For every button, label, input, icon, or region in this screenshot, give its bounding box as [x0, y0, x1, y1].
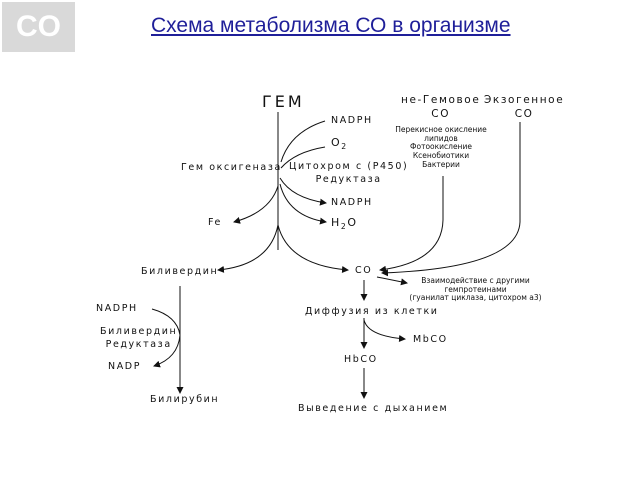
non-heme-co-label: не-Гемовое СО — [401, 94, 481, 120]
heme-to-co-arrow — [277, 224, 349, 273]
heme-label: ГЕМ — [262, 92, 305, 111]
nadph-mid-label: NADPH — [331, 197, 373, 208]
co-badge: CO — [2, 2, 75, 52]
page-title: Схема метаболизма СО в организме — [151, 14, 511, 37]
h2o-label: H2O — [331, 216, 358, 232]
o2-label: O2 — [331, 136, 348, 152]
bilirubin-label: Билирубин — [150, 394, 220, 405]
non-heme-sources-list: Перекисное окисление липидов Фотоокислен… — [395, 125, 487, 169]
h2o-output-arrow — [279, 183, 327, 225]
nadp-label: NADP — [108, 361, 142, 372]
hbco-label: HbCO — [344, 354, 378, 365]
exogenous-co-label: Экзогенное СО — [484, 94, 565, 120]
interaction-label: Взаимодействие с другими гемпротеинами (… — [409, 276, 542, 303]
fe-output-arrow — [233, 185, 279, 224]
mbco-label: MbCO — [413, 334, 448, 345]
mbco-arrow — [363, 319, 406, 343]
exogenous-co-arrow — [381, 122, 521, 277]
nonheme-co-arrow — [379, 176, 444, 273]
nadph-top-label: NADPH — [331, 115, 373, 126]
exhalation-label: Выведение с дыханием — [298, 403, 449, 414]
diffusion-label: Диффузия из клетки — [305, 306, 439, 317]
biliverdin-arrow — [217, 224, 279, 273]
fe-label: Fe — [208, 217, 222, 228]
co-label: СО — [355, 265, 373, 276]
o2-input-arrow — [280, 146, 326, 169]
nadph-output-arrow — [279, 177, 327, 206]
biliverdin-label: Биливердин — [141, 266, 219, 277]
nadph-nadp-loop — [151, 308, 181, 368]
cytochrome-reductase-label: Цитохром с (Р450) Редуктаза — [289, 161, 409, 185]
nadph-input-arrow — [280, 120, 326, 163]
heme-oxygenase-label: Гем оксигеназа — [181, 162, 282, 173]
interaction-arrow — [376, 276, 408, 286]
nadph-left-label: NADPH — [96, 303, 138, 314]
biliverdin-reductase-label: Биливердин Редуктаза — [100, 326, 178, 350]
